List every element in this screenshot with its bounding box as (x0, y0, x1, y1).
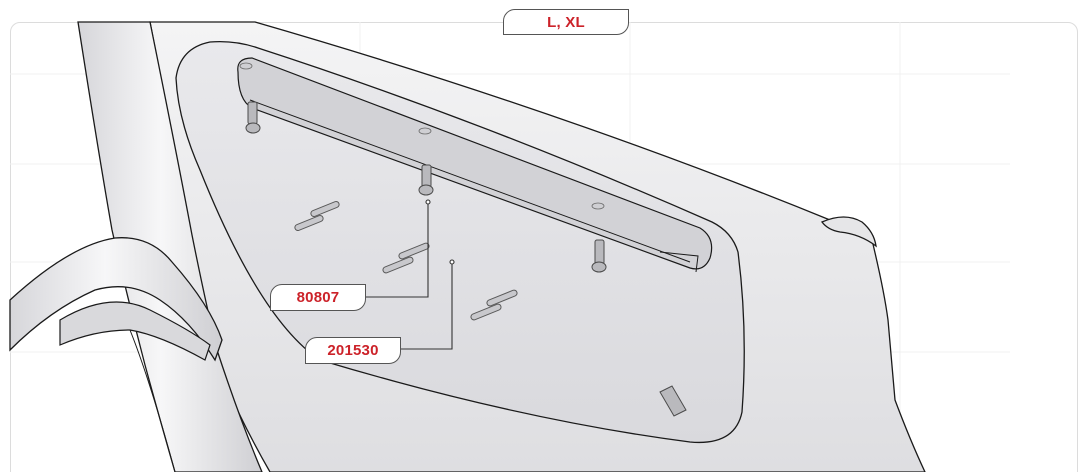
stay-loop (59, 301, 211, 361)
part-number-201530[interactable]: 201530 (305, 337, 401, 364)
bolt-top-left (245, 101, 261, 134)
seat-tube (77, 21, 263, 472)
leader-80807 (366, 199, 431, 298)
bolt-bottom (659, 385, 687, 417)
leader-201530 (401, 259, 455, 350)
rear-stay (9, 237, 223, 362)
bolt-80807 (418, 164, 434, 196)
vent-slots (294, 201, 518, 321)
bolt-right (591, 239, 607, 273)
cover-rail (237, 57, 713, 270)
part-number-80807[interactable]: 80807 (270, 284, 366, 311)
frame-lug (820, 216, 877, 248)
size-label: L, XL (503, 9, 629, 35)
